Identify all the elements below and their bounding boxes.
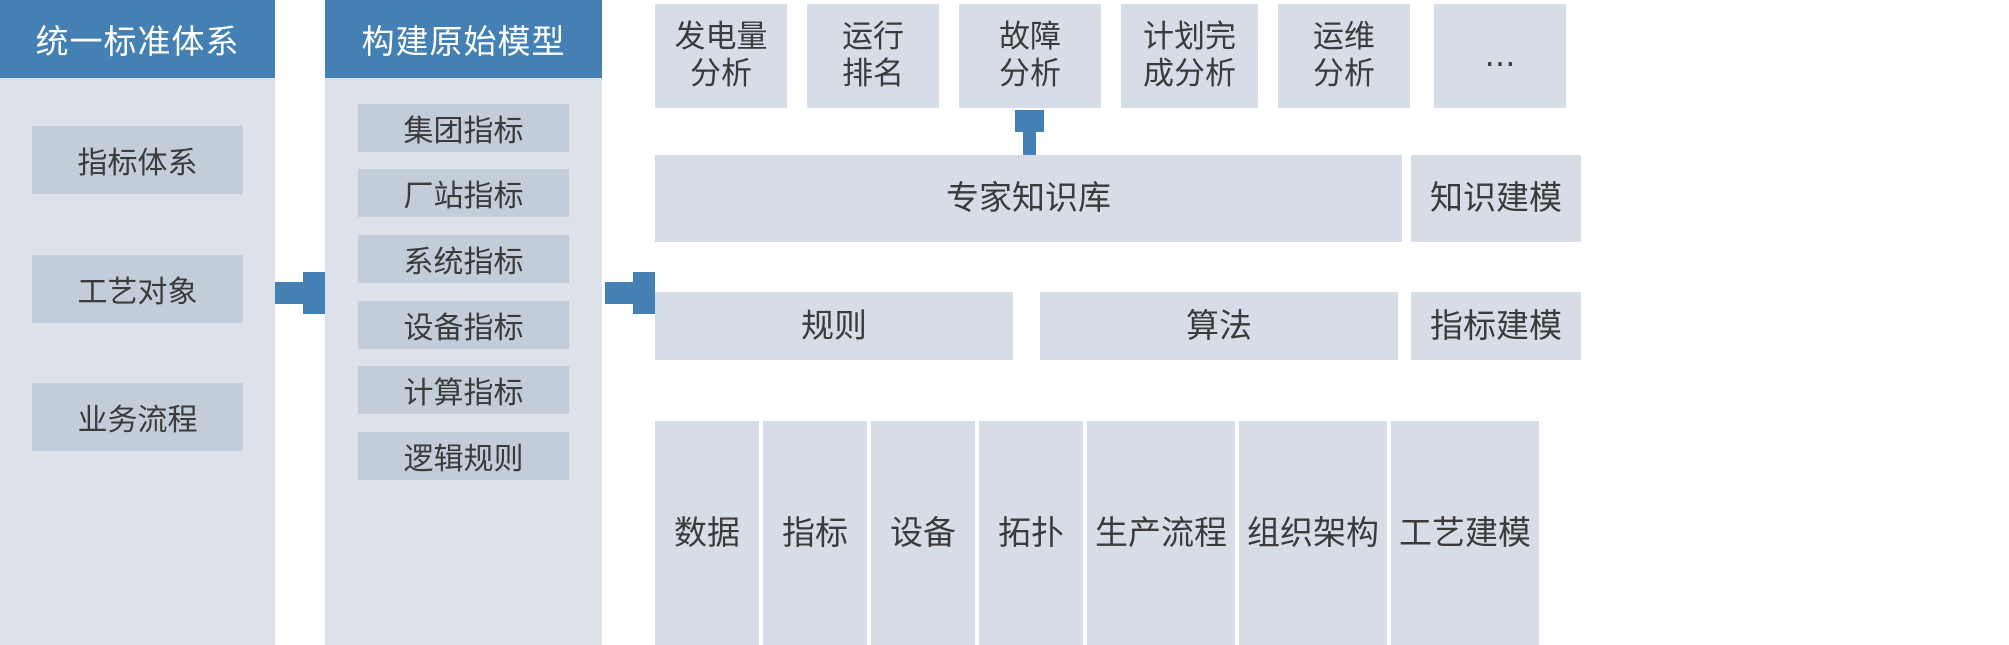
card-more-ellipsis[interactable]: … bbox=[1434, 4, 1566, 108]
card-topology[interactable]: 拓扑 bbox=[979, 421, 1083, 645]
chip-logic-rule[interactable]: 逻辑规则 bbox=[358, 432, 569, 480]
card-knowledge-modeling[interactable]: 知识建模 bbox=[1411, 155, 1581, 242]
arrow-col1-to-col2-icon bbox=[275, 272, 325, 314]
chip-plant-indicator[interactable]: 厂站指标 bbox=[358, 169, 569, 217]
card-power-generation-analysis[interactable]: 发电量 分析 bbox=[655, 4, 787, 108]
chip-system-indicator[interactable]: 系统指标 bbox=[358, 235, 569, 283]
panel-header-build-original-model: 构建原始模型 bbox=[325, 0, 602, 78]
card-algorithms[interactable]: 算法 bbox=[1040, 292, 1398, 360]
card-organization-structure[interactable]: 组织架构 bbox=[1239, 421, 1387, 645]
chip-business-flow[interactable]: 业务流程 bbox=[32, 383, 243, 451]
arrow-fault-to-knowledge-icon bbox=[1015, 110, 1044, 156]
card-plan-completion-analysis[interactable]: 计划完 成分析 bbox=[1121, 4, 1258, 108]
card-fault-analysis[interactable]: 故障 分析 bbox=[959, 4, 1101, 108]
chip-process-object[interactable]: 工艺对象 bbox=[32, 255, 243, 323]
chip-indicator-system[interactable]: 指标体系 bbox=[32, 126, 243, 194]
card-rules[interactable]: 规则 bbox=[655, 292, 1013, 360]
chip-calculated-indicator[interactable]: 计算指标 bbox=[358, 366, 569, 414]
card-process-modeling[interactable]: 工艺建模 bbox=[1391, 421, 1539, 645]
card-operation-ranking[interactable]: 运行 排名 bbox=[807, 4, 939, 108]
panel-header-unified-standard-system: 统一标准体系 bbox=[0, 0, 275, 78]
card-expert-knowledge-base[interactable]: 专家知识库 bbox=[655, 155, 1402, 242]
card-data[interactable]: 数据 bbox=[655, 421, 759, 645]
arrow-col2-to-rules-icon bbox=[605, 272, 655, 314]
chip-device-indicator[interactable]: 设备指标 bbox=[358, 301, 569, 349]
card-operation-maintenance-analysis[interactable]: 运维 分析 bbox=[1278, 4, 1410, 108]
card-device[interactable]: 设备 bbox=[871, 421, 975, 645]
card-production-process[interactable]: 生产流程 bbox=[1087, 421, 1235, 645]
card-indicator[interactable]: 指标 bbox=[763, 421, 867, 645]
card-indicator-modeling[interactable]: 指标建模 bbox=[1411, 292, 1581, 360]
chip-group-indicator[interactable]: 集团指标 bbox=[358, 104, 569, 152]
